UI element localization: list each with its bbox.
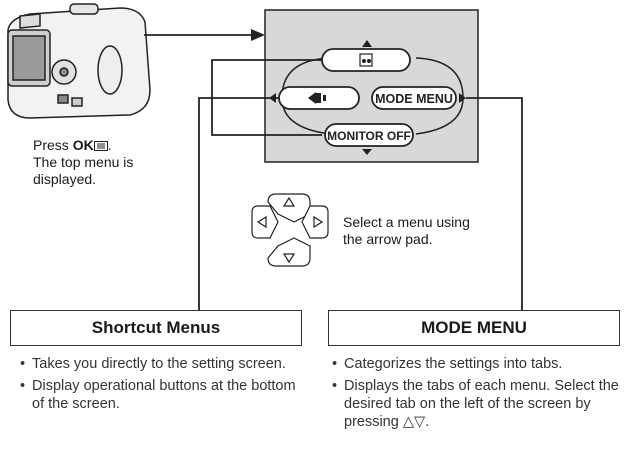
mode-menu-heading: MODE MENU — [421, 318, 527, 337]
shortcut-menus-bullets: Takes you directly to the setting screen… — [18, 355, 310, 417]
shortcut-menus-heading: Shortcut Menus — [91, 318, 221, 337]
monitor-off-pill-label: MONITOR OFF — [327, 129, 411, 143]
list-item: Categorizes the settings into tabs. — [330, 355, 622, 373]
menu-ring — [281, 57, 464, 135]
press-label: Press — [33, 137, 69, 153]
right-triangle-icon — [459, 93, 466, 103]
down-triangle-icon — [362, 149, 372, 155]
arrow-pad-caption: Select a menu using the arrow pad. — [343, 214, 513, 248]
press-note-line2: The top menu is — [33, 154, 134, 170]
list-item: Display operational buttons at the botto… — [18, 377, 310, 413]
connector-shortcut — [198, 97, 279, 310]
camera-illustration — [7, 3, 151, 119]
monitor-off-pill — [324, 123, 414, 147]
mode-menu-bullets: Categorizes the settings into tabs. Disp… — [330, 355, 622, 435]
connector-mode-menu — [466, 97, 523, 310]
mode-menu-pill — [371, 86, 457, 110]
arrow-pad-caption-line2: the arrow pad. — [343, 231, 433, 247]
mode-menu-pill-label: MODE MENU — [375, 92, 453, 106]
mode-menu-heading-box: MODE MENU — [328, 310, 620, 346]
list-item: Takes you directly to the setting screen… — [18, 355, 310, 373]
menu-list-icon — [93, 141, 108, 152]
list-item: Displays the tabs of each menu. Select t… — [330, 377, 622, 431]
up-triangle-icon — [362, 40, 372, 47]
press-note-line3: displayed. — [33, 171, 97, 187]
arrow-pad-illustration — [251, 193, 329, 267]
arrow-pad-caption-line1: Select a menu using — [343, 214, 470, 230]
press-ok-note: Press OK. The top menu is displayed. — [33, 137, 173, 188]
shortcut-menus-heading-box: Shortcut Menus — [10, 310, 302, 346]
press-suffix: . — [107, 137, 112, 153]
ok-button-label: OK — [72, 137, 94, 153]
